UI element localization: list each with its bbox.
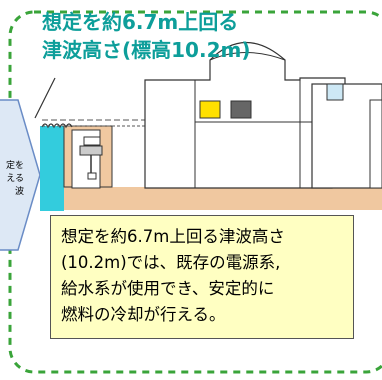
pump-body [79, 145, 103, 156]
side-arrow-label: 定を える 波 [0, 160, 24, 199]
gray-equipment-box [230, 100, 252, 119]
yellow-equipment-box [199, 100, 221, 119]
note-line-1: 想定を約6.7m上回る津波高さ [61, 227, 285, 246]
explanation-note: 想定を約6.7m上回る津波高さ (10.2m)では、既存の電源系, 給水系が使用… [50, 215, 354, 339]
side-label-line-1: 定を [5, 161, 24, 171]
note-line-4: 燃料の冷却が行える。 [61, 305, 226, 324]
pump-suction [87, 172, 97, 180]
note-line-2: (10.2m)では、既存の電源系, [61, 253, 281, 272]
heading-line-1: 想定を約6.7m上回る [42, 10, 239, 34]
dashed-frame [8, 10, 382, 374]
side-arrow [0, 99, 41, 251]
note-line-3: 給水系が使用でき、安定的に [61, 279, 275, 298]
cyan-equipment-box [326, 83, 344, 101]
pump-motor [83, 136, 101, 146]
ground [40, 187, 382, 210]
heading-pointer [34, 77, 56, 119]
tsunami-height-heading: 想定を約6.7m上回る 津波高さ(標高10.2m) [42, 8, 282, 64]
heading-line-2: 津波高さ(標高10.2m) [42, 38, 251, 62]
sea-water [40, 126, 64, 211]
side-label-line-3: 波 [14, 187, 24, 197]
side-label-line-2: える [6, 174, 24, 184]
